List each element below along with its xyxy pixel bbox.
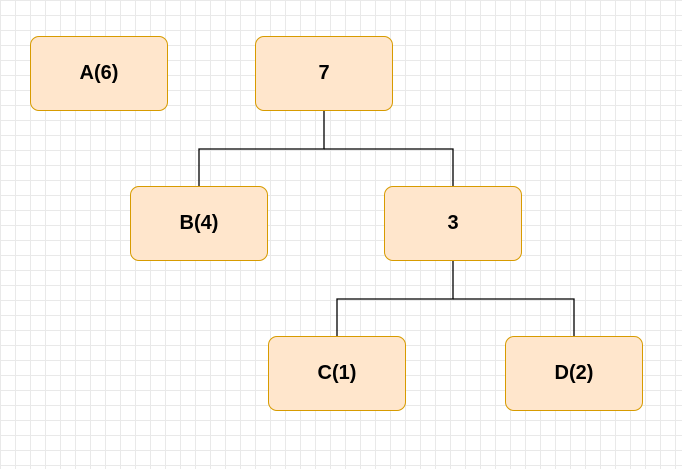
edge-3-to-c[interactable]	[336, 261, 454, 336]
node-root-7-label: 7	[318, 62, 330, 84]
node-c[interactable]: C(1)	[268, 336, 406, 411]
node-b[interactable]: B(4)	[130, 186, 268, 261]
node-internal-3-label: 3	[447, 212, 459, 234]
edge-7-to-3[interactable]	[324, 148, 454, 186]
edge-3-to-d[interactable]	[453, 298, 575, 336]
node-a-label: A(6)	[79, 62, 119, 84]
node-a[interactable]: A(6)	[30, 36, 168, 111]
node-d[interactable]: D(2)	[505, 336, 643, 411]
edge-7-to-b[interactable]	[198, 111, 325, 186]
node-internal-3[interactable]: 3	[384, 186, 522, 261]
node-b-label: B(4)	[179, 212, 219, 234]
node-root-7[interactable]: 7	[255, 36, 393, 111]
node-d-label: D(2)	[554, 362, 594, 384]
node-c-label: C(1)	[317, 362, 357, 384]
